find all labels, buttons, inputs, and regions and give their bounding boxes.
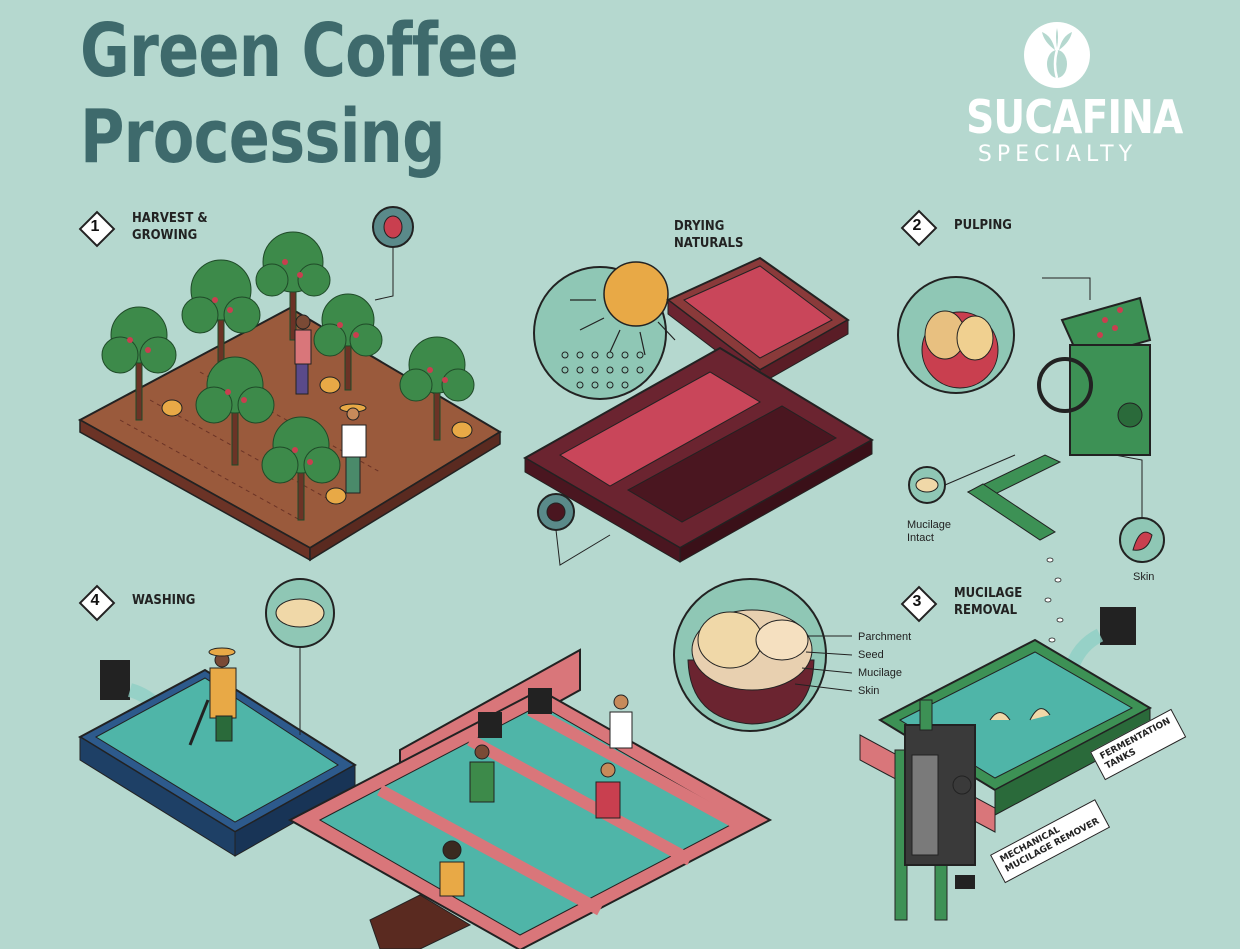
step-1-badge: 1 bbox=[80, 212, 110, 242]
step-2-number: 2 bbox=[912, 217, 922, 234]
brand-logo: SUCAFINA SPECIALTY bbox=[950, 20, 1183, 167]
step-1-number: 1 bbox=[90, 218, 100, 235]
coffee-trees bbox=[101, 231, 475, 521]
step-drying-label: DRYING NATURALS bbox=[674, 219, 744, 251]
step-harvest-growing: 1 HARVEST & GROWING bbox=[80, 211, 216, 244]
step-pulping-label: PULPING bbox=[954, 218, 1012, 233]
step-3-badge: 3 bbox=[902, 587, 932, 617]
title-line-1: Green Coffee bbox=[80, 8, 519, 94]
title-line-2: Processing bbox=[80, 94, 446, 180]
brand-name: SUCAFINA bbox=[966, 90, 1183, 144]
mechanical-mucilage-remover bbox=[894, 699, 976, 921]
mucilage-intact-callout bbox=[908, 454, 1016, 504]
step-washing-label: WASHING bbox=[132, 593, 196, 608]
label-skin-layer: Skin bbox=[858, 685, 880, 697]
harvest-field bbox=[77, 231, 502, 562]
worker-figures bbox=[294, 314, 367, 494]
step-2-badge: 2 bbox=[902, 211, 932, 241]
skin-callout bbox=[1114, 454, 1165, 563]
channel-tanks bbox=[287, 648, 773, 949]
step-3-number: 3 bbox=[912, 593, 922, 610]
brand-subtitle: SPECIALTY bbox=[977, 142, 1138, 167]
pulping-machine bbox=[897, 276, 1152, 541]
step-mucilage-removal: 3 MUCILAGE REMOVAL bbox=[902, 586, 1030, 619]
step-drying-naturals: DRYING NATURALS bbox=[652, 219, 751, 252]
label-skin: Skin bbox=[1133, 571, 1155, 583]
label-seed: Seed bbox=[858, 649, 884, 661]
parchment-bean-callout bbox=[265, 578, 335, 735]
label-mucilage: Mucilage bbox=[858, 667, 903, 679]
step-harvest-label: HARVEST & GROWING bbox=[132, 211, 208, 243]
step-mucilage-label: MUCILAGE REMOVAL bbox=[954, 586, 1023, 618]
step-4-number: 4 bbox=[90, 592, 100, 609]
drying-beds bbox=[522, 256, 874, 563]
dried-cherry-callout bbox=[537, 493, 611, 566]
coffee-bean-leaf-icon bbox=[1024, 22, 1090, 88]
step-4-badge: 4 bbox=[80, 586, 110, 616]
step-washing: 4 WASHING bbox=[80, 586, 202, 616]
page-title: Green Coffee Processing bbox=[80, 8, 519, 180]
step-pulping: 2 PULPING bbox=[902, 211, 1018, 241]
label-parchment: Parchment bbox=[858, 631, 912, 643]
label-mucilage-intact: Mucilage Intact bbox=[907, 519, 952, 544]
bean-cross-section bbox=[673, 578, 853, 732]
cherry-detail-callout bbox=[372, 206, 414, 301]
washing-tanks bbox=[77, 647, 357, 857]
